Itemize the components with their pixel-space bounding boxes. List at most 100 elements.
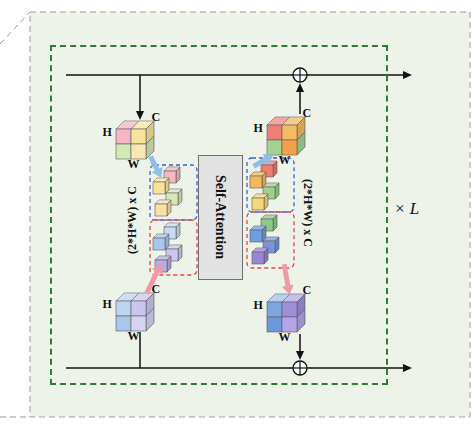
- cube-shade: [178, 189, 182, 205]
- cube-shade: [176, 223, 180, 239]
- cube-face: [131, 316, 146, 331]
- panel-leader: [0, 12, 30, 44]
- cube-face: [252, 198, 264, 210]
- cube-face: [153, 182, 165, 194]
- arrow-line: [284, 264, 288, 286]
- arrow-heads: [152, 264, 163, 275]
- cube-face: [282, 125, 297, 140]
- token-sequence: (2*H*W) x C: [150, 165, 197, 275]
- cube-face: [252, 252, 264, 264]
- cube-side: [167, 200, 171, 216]
- cube-side: [275, 237, 279, 253]
- cube-shape: [267, 117, 305, 155]
- token-group: [247, 158, 294, 212]
- cube-face: [131, 301, 146, 316]
- cube-shape: [153, 178, 169, 194]
- cube-side: [264, 194, 268, 210]
- cube-shade: [146, 308, 154, 331]
- repeat-label: × L: [394, 199, 419, 219]
- arrow-head: [136, 111, 144, 120]
- cube-face: [267, 317, 282, 332]
- arrow-line: [147, 271, 158, 294]
- cube-side: [176, 223, 180, 239]
- cube-drawing: [266, 116, 306, 156]
- arrow-head: [296, 351, 304, 360]
- cube-face: [267, 302, 282, 317]
- arrow-heads: [263, 154, 274, 164]
- dimension-label: C: [303, 284, 312, 296]
- cube-drawing: [115, 292, 155, 332]
- cube-face: [267, 125, 282, 140]
- cube-shape: [116, 121, 154, 159]
- residual-line: [66, 74, 404, 76]
- cube-side: [297, 309, 305, 332]
- cube-shade: [167, 256, 171, 272]
- branch-line: [299, 334, 301, 353]
- cube-side: [273, 161, 277, 177]
- cube-shade: [273, 215, 277, 231]
- tensor-cube: HCW: [115, 292, 155, 332]
- dimension-label: H: [254, 122, 263, 134]
- cube-face: [267, 140, 282, 155]
- branch-line: [299, 90, 301, 114]
- cube-shade: [167, 200, 171, 216]
- block-title: Self-Attention: [212, 175, 228, 259]
- arrow-head: [403, 71, 412, 79]
- arrow-head: [296, 83, 304, 92]
- cube-shade: [297, 309, 305, 332]
- cube-shade: [297, 132, 305, 155]
- arrow-heads: [282, 285, 294, 295]
- token-group: [247, 212, 294, 268]
- arrow-head: [152, 264, 163, 275]
- cube-shape: [267, 294, 305, 332]
- layer-frame: × LHCW(2*H*W) x CHCWSelf-Attention(2*H*W…: [50, 45, 388, 385]
- branch-line: [139, 75, 141, 113]
- cube-shape: [155, 200, 171, 216]
- token-sequence: (2*H*W) x C: [247, 158, 294, 268]
- cube-side: [297, 132, 305, 155]
- cube-shape: [155, 256, 171, 272]
- cube-face: [282, 302, 297, 317]
- dimension-label: W: [279, 331, 291, 343]
- arrow-line: [151, 156, 158, 170]
- cube-side: [146, 136, 154, 159]
- tensor-cube: HCW: [115, 120, 155, 160]
- add-symbol: [293, 361, 307, 375]
- tensor-cube: HCW: [266, 293, 306, 333]
- add-symbol: [293, 68, 307, 82]
- dimension-label: H: [103, 126, 112, 138]
- cube-face: [116, 301, 131, 316]
- cube-shape: [250, 172, 266, 188]
- cube-side: [273, 215, 277, 231]
- add-circle: [293, 68, 307, 82]
- cube-face: [282, 140, 297, 155]
- arrow-line: [254, 159, 267, 167]
- token-group: [150, 165, 197, 220]
- dimension-label: C: [152, 111, 161, 123]
- cube-shape: [252, 248, 268, 264]
- arrow-head: [152, 167, 163, 178]
- cube-shade: [264, 248, 268, 264]
- cube-face: [131, 129, 146, 144]
- cube-shade: [176, 167, 180, 183]
- cube-face: [155, 260, 167, 272]
- cube-shape: [116, 293, 154, 331]
- cube-face: [153, 238, 165, 250]
- flow-arrow: [147, 264, 163, 294]
- arrow-head: [403, 364, 412, 372]
- cube-side: [264, 248, 268, 264]
- arrow-head: [263, 154, 274, 164]
- cube-face: [250, 230, 262, 242]
- dimension-label: C: [152, 283, 161, 295]
- cube-shape: [250, 226, 266, 242]
- residual-line: [66, 367, 404, 369]
- token-group: [150, 220, 197, 275]
- flow-arrow: [254, 154, 274, 166]
- dimension-label: H: [254, 299, 263, 311]
- shape-label: (2*H*W) x C: [300, 179, 315, 247]
- cube-face: [282, 317, 297, 332]
- cube-side: [167, 256, 171, 272]
- cube-side: [146, 308, 154, 331]
- token-cubes: [153, 161, 279, 272]
